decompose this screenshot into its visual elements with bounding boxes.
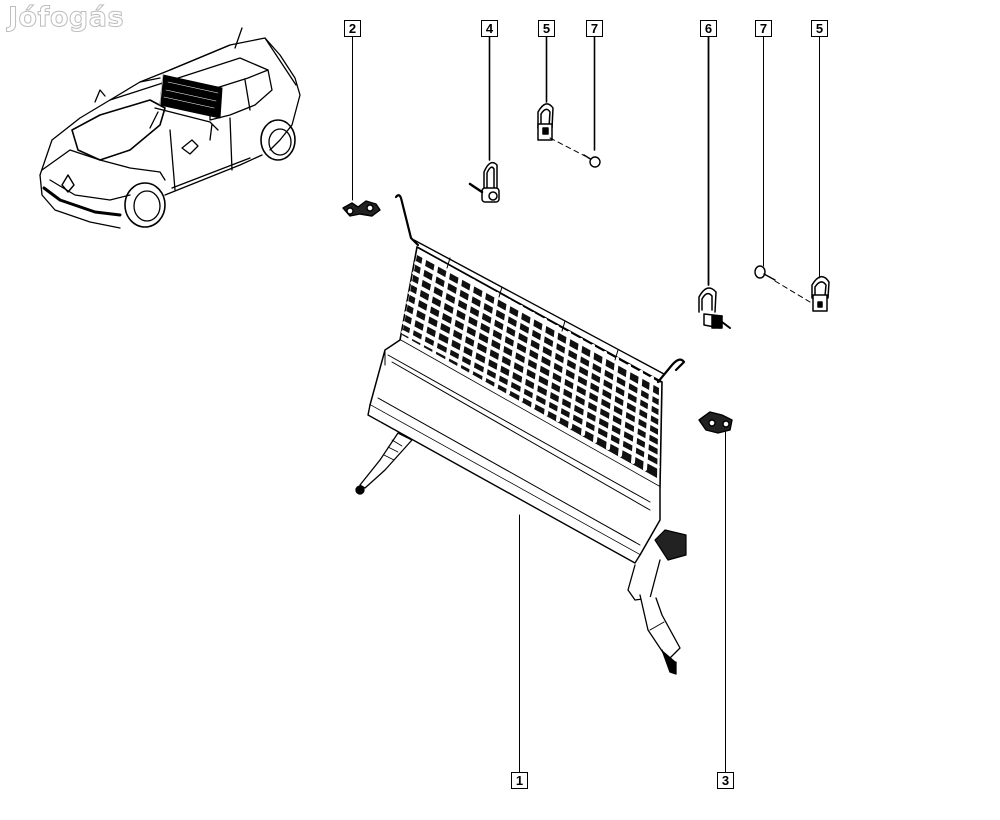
- part-2-clip: [342, 200, 381, 217]
- part-5-anchor-ring-right: [811, 276, 830, 312]
- part-3-clip: [698, 411, 733, 434]
- vehicle-overview-illustration: [39, 27, 301, 229]
- leader-lines: [352, 36, 820, 773]
- callout-part-1[interactable]: 1: [511, 772, 528, 789]
- net-mesh-vertical: [408, 253, 654, 471]
- callout-part-4[interactable]: 4: [481, 20, 498, 37]
- part-7-screw-left: [583, 154, 601, 168]
- net-mesh: [401, 261, 660, 469]
- callout-part-2[interactable]: 2: [344, 20, 361, 37]
- part-4-anchor-ring: [468, 161, 500, 203]
- callout-part-6[interactable]: 6: [700, 20, 717, 37]
- part-5-anchor-ring-left: [537, 103, 586, 157]
- callout-part-5-right[interactable]: 5: [811, 20, 828, 37]
- callout-part-3[interactable]: 3: [717, 772, 734, 789]
- part-1-cargo-net: [355, 194, 687, 675]
- part-6-anchor-ring: [698, 287, 731, 329]
- watermark-logo: Jófogás: [7, 2, 125, 34]
- callout-part-5-left[interactable]: 5: [538, 20, 555, 37]
- left-strap: [355, 432, 413, 495]
- right-strap: [627, 559, 681, 675]
- callout-part-7-right[interactable]: 7: [755, 20, 772, 37]
- part-7-screw-right: [754, 265, 811, 303]
- callout-part-7-left[interactable]: 7: [586, 20, 603, 37]
